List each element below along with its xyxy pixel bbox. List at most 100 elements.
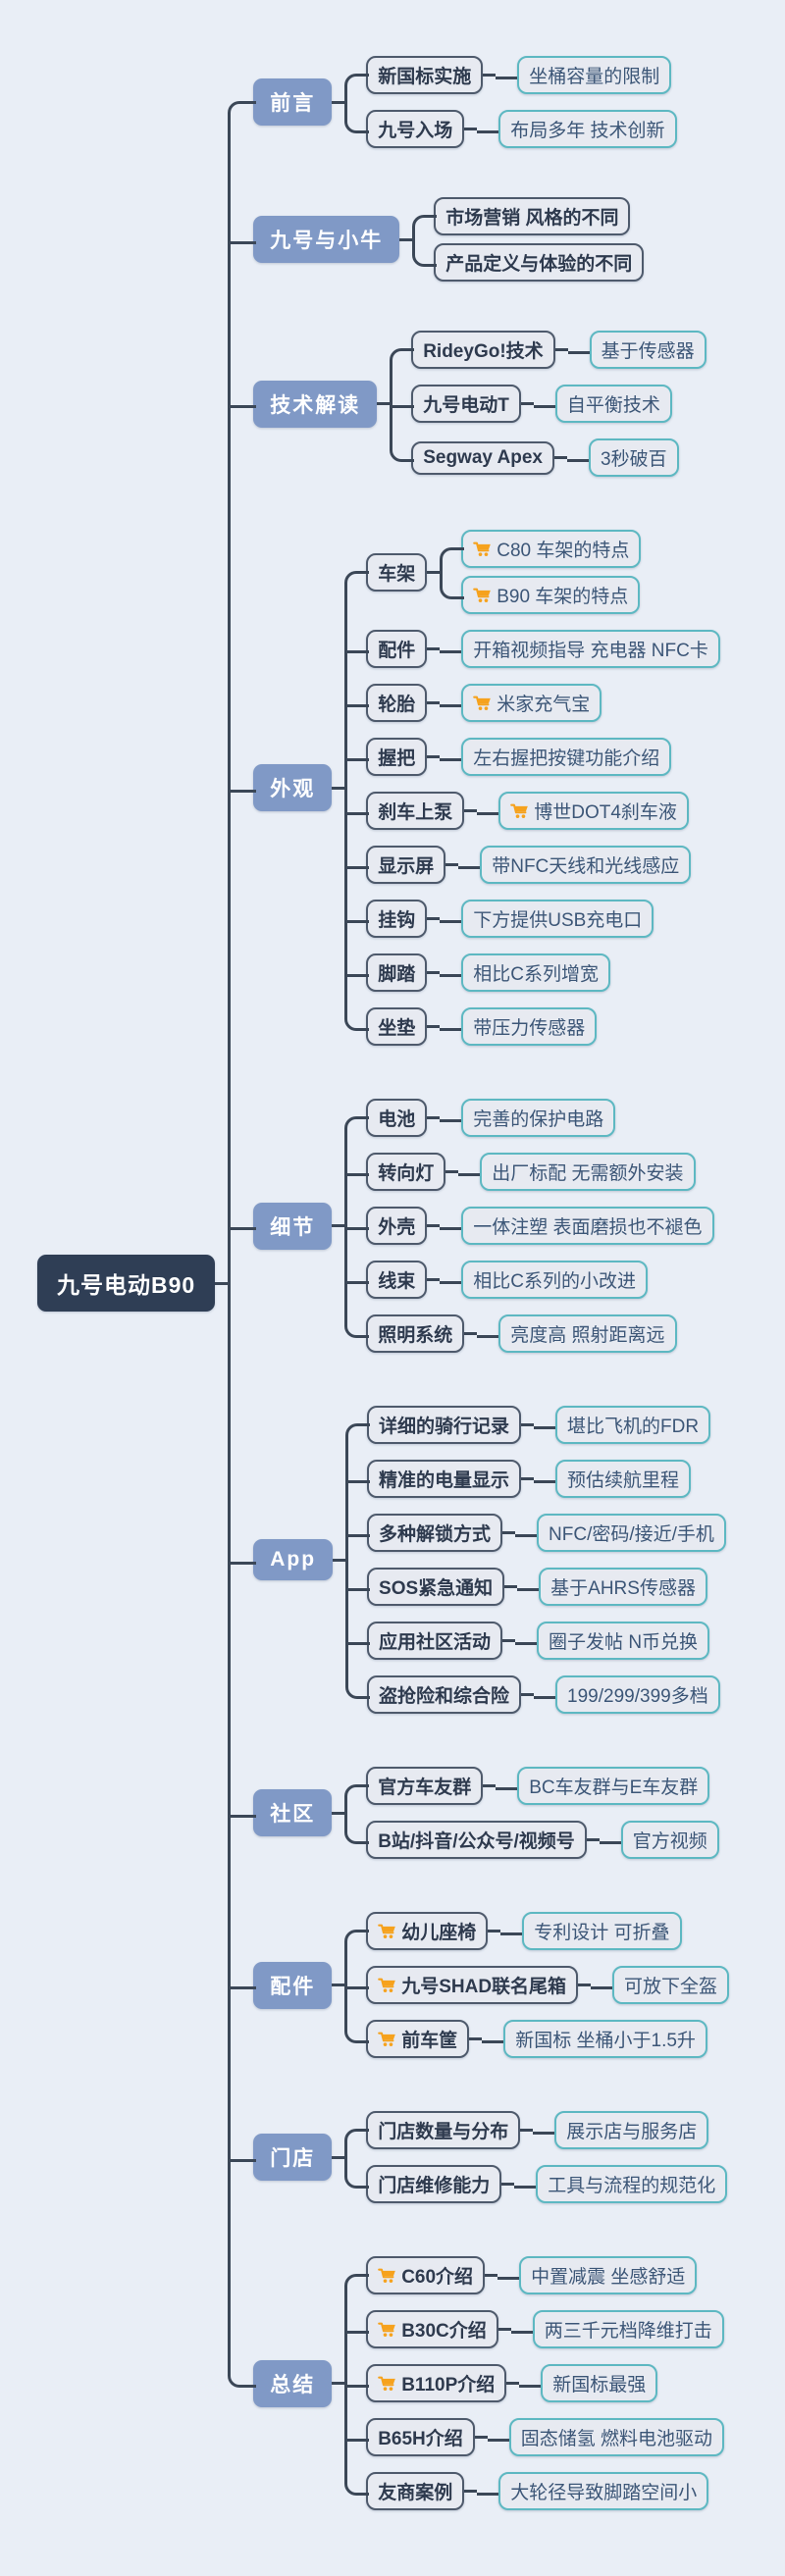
detail-node[interactable]: NFC/密码/接近/手机: [537, 1514, 726, 1552]
subtopic-node[interactable]: 九号入场: [366, 110, 465, 148]
detail-node[interactable]: 官方视频: [620, 1821, 719, 1859]
detail-node[interactable]: 专利设计 可折叠: [522, 1912, 682, 1950]
branch-ninebot-vs-niu[interactable]: 九号与小牛: [253, 216, 400, 263]
subtopic-node[interactable]: 车架: [366, 552, 428, 592]
detail-node[interactable]: 米家充气宝: [461, 684, 602, 722]
detail-node[interactable]: 预估续航里程: [555, 1460, 692, 1498]
detail-node[interactable]: 199/299/399多档: [555, 1675, 720, 1714]
subtopic-node[interactable]: C60介绍: [366, 2256, 486, 2294]
detail-node[interactable]: 布局多年 技术创新: [498, 110, 677, 148]
branch-community[interactable]: 社区: [253, 1789, 333, 1836]
detail-node[interactable]: 堪比飞机的FDR: [555, 1406, 711, 1444]
subtopic-node[interactable]: 盗抢险和综合险: [367, 1675, 522, 1714]
branch-tech-analysis[interactable]: 技术解读: [253, 380, 378, 428]
detail-node[interactable]: B90 车架的特点: [461, 576, 641, 614]
subtopic-node[interactable]: 前车筐: [366, 2020, 470, 2058]
cart-icon: [473, 695, 492, 712]
subtopic-node[interactable]: 照明系统: [366, 1314, 465, 1353]
subtopic-node[interactable]: B站/抖音/公众号/视频号: [366, 1821, 587, 1859]
detail-node[interactable]: 中置减震 坐感舒适: [519, 2256, 698, 2294]
branch-accessories[interactable]: 配件: [253, 1961, 333, 2009]
tree-row: 照明系统 亮度高 照射距离远: [344, 1307, 713, 1361]
subtopic-node[interactable]: B30C介绍: [366, 2310, 498, 2348]
tree-row: BC车友群与E车友群: [496, 1763, 710, 1809]
detail-node[interactable]: 两三千元档降维打击: [532, 2310, 724, 2348]
subtopic-node[interactable]: 线束: [366, 1261, 428, 1299]
subtopic-node[interactable]: SOS紧急通知: [367, 1568, 505, 1606]
root-topic[interactable]: 九号电动B90: [37, 1255, 216, 1312]
detail-node[interactable]: 圈子发帖 N币兑换: [537, 1622, 710, 1660]
detail-node[interactable]: 坐桶容量的限制: [517, 56, 672, 94]
detail-node[interactable]: 可放下全盔: [612, 1966, 730, 2004]
detail-node[interactable]: 左右握把按键功能介绍: [461, 738, 672, 776]
subtopic-node[interactable]: 外壳: [366, 1207, 428, 1245]
subtopic-node[interactable]: 门店数量与分布: [366, 2111, 521, 2149]
detail-node[interactable]: 固态储氢 燃料电池驱动: [508, 2418, 725, 2456]
subtopic-node[interactable]: 官方车友群: [366, 1767, 484, 1805]
topic-label: 握把: [378, 748, 416, 769]
detail-node[interactable]: 完善的保护电路: [461, 1099, 616, 1137]
topic-label: 相比C系列增宽: [473, 964, 599, 985]
subtopic-node[interactable]: 配件: [366, 630, 428, 668]
subtopic-node[interactable]: 应用社区活动: [367, 1622, 503, 1660]
subtopic-node[interactable]: 详细的骑行记录: [367, 1406, 522, 1444]
subtopic-node[interactable]: 幼儿座椅: [366, 1912, 489, 1950]
detail-node[interactable]: 开箱视频指导 充电器 NFC卡: [461, 630, 720, 668]
detail-node[interactable]: 大轮径导致脚踏空间小: [498, 2472, 709, 2510]
subtopic-node[interactable]: 九号SHAD联名尾箱: [366, 1966, 579, 2004]
detail-node[interactable]: 展示店与服务店: [554, 2111, 709, 2149]
subtopic-node[interactable]: RideyGo!技术: [411, 331, 555, 369]
branch-summary[interactable]: 总结: [253, 2359, 333, 2407]
subtopic-node[interactable]: 挂钩: [366, 900, 428, 938]
detail-node[interactable]: 博世DOT4刹车液: [498, 792, 689, 830]
detail-node[interactable]: 带压力传感器: [461, 1007, 598, 1046]
detail-node[interactable]: 带NFC天线和光线感应: [480, 846, 692, 884]
detail-node[interactable]: BC车友群与E车友群: [517, 1767, 710, 1805]
subtopic-node[interactable]: 市场营销 风格的不同: [434, 197, 631, 235]
subtopic-node[interactable]: 精准的电量显示: [367, 1460, 522, 1498]
subtopic-node[interactable]: 门店维修能力: [366, 2165, 502, 2203]
subtopic-node[interactable]: Segway Apex: [411, 440, 554, 475]
subtopic-node[interactable]: 轮胎: [366, 684, 428, 722]
detail-node[interactable]: C80 车架的特点: [461, 530, 642, 568]
detail-node[interactable]: 亮度高 照射距离远: [498, 1314, 677, 1353]
subtopic-node[interactable]: 脚踏: [366, 953, 428, 992]
connector: [485, 2274, 498, 2277]
subtopic-node[interactable]: 新国标实施: [366, 56, 484, 94]
detail-node[interactable]: 下方提供USB充电口: [461, 900, 654, 938]
subtopic-node[interactable]: 多种解锁方式: [367, 1514, 503, 1552]
subtopic-node[interactable]: 九号电动T: [411, 385, 521, 423]
subtopic-node[interactable]: B110P介绍: [366, 2364, 507, 2402]
subtopic-node[interactable]: 坐垫: [366, 1007, 428, 1046]
detail-node[interactable]: 自平衡技术: [554, 385, 672, 423]
detail-node[interactable]: 相比C系列增宽: [461, 953, 610, 992]
subtopic-node[interactable]: 握把: [366, 738, 428, 776]
detail-node[interactable]: 一体注塑 表面磨损也不褪色: [461, 1207, 714, 1245]
branch-stores[interactable]: 门店: [253, 2134, 333, 2181]
branch-appearance[interactable]: 外观: [253, 764, 333, 811]
subtopic-node[interactable]: 刹车上泵: [366, 792, 465, 830]
subtopic-node[interactable]: 电池: [366, 1099, 428, 1137]
branch-app[interactable]: App: [253, 1539, 334, 1580]
detail-node[interactable]: 3秒破百: [589, 438, 679, 477]
subtopic-node[interactable]: B65H介绍: [366, 2418, 475, 2456]
topic-label: App: [270, 1548, 317, 1571]
subtopic-node[interactable]: 转向灯: [366, 1153, 446, 1191]
detail-node[interactable]: 新国标 坐桶小于1.5升: [503, 2020, 707, 2058]
detail-node[interactable]: 工具与流程的规范化: [536, 2165, 728, 2203]
branch-foreword[interactable]: 前言: [253, 78, 333, 126]
tree-row: 门店 门店数量与分布 展示店与服务店 门店: [228, 2085, 729, 2230]
topic-label: 出厂标配 无需额外安装: [492, 1163, 684, 1184]
detail-node[interactable]: 相比C系列的小改进: [461, 1261, 648, 1299]
detail-node[interactable]: 基于传感器: [589, 331, 706, 369]
topic-label: B65H介绍: [378, 2429, 463, 2449]
detail-node[interactable]: 新国标最强: [541, 2364, 658, 2402]
subtopic-node[interactable]: 显示屏: [366, 846, 446, 884]
detail-node[interactable]: 基于AHRS传感器: [539, 1568, 707, 1606]
detail-node[interactable]: 出厂标配 无需额外安装: [480, 1153, 696, 1191]
branch-details[interactable]: 细节: [253, 1202, 333, 1250]
subtopic-node[interactable]: 产品定义与体验的不同: [434, 243, 645, 282]
subtopic-node[interactable]: 友商案例: [366, 2472, 465, 2510]
root-topic-label: 九号电动B90: [57, 1272, 196, 1298]
